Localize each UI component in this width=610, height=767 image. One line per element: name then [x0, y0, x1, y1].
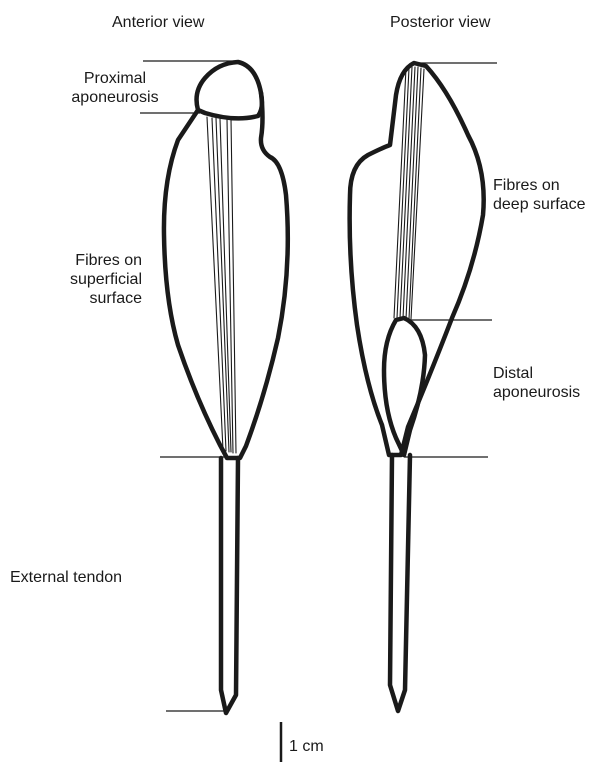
posterior-view-title: Posterior view: [390, 13, 490, 32]
posterior-belly-outline: [350, 63, 484, 455]
proximal-aponeurosis-outline: [197, 62, 262, 118]
posterior-muscle: [350, 63, 484, 711]
anterior-muscle: [164, 62, 288, 713]
label-external-tendon: External tendon: [10, 568, 122, 587]
label-fibres-deep: Fibres on deep surface: [493, 176, 586, 214]
posterior-tendon-outline: [390, 455, 410, 711]
scale-bar-label: 1 cm: [289, 737, 324, 756]
anterior-view-title: Anterior view: [112, 13, 204, 32]
label-proximal-aponeurosis: Proximal aponeurosis: [65, 69, 165, 107]
label-fibres-superficial: Fibres on superficial surface: [40, 251, 142, 308]
deep-fibres: [394, 67, 424, 319]
label-distal-aponeurosis: Distal aponeurosis: [493, 364, 580, 402]
external-tendon-outline: [221, 458, 238, 713]
superficial-fibres: [207, 117, 236, 453]
anterior-belly-outline: [164, 93, 288, 458]
